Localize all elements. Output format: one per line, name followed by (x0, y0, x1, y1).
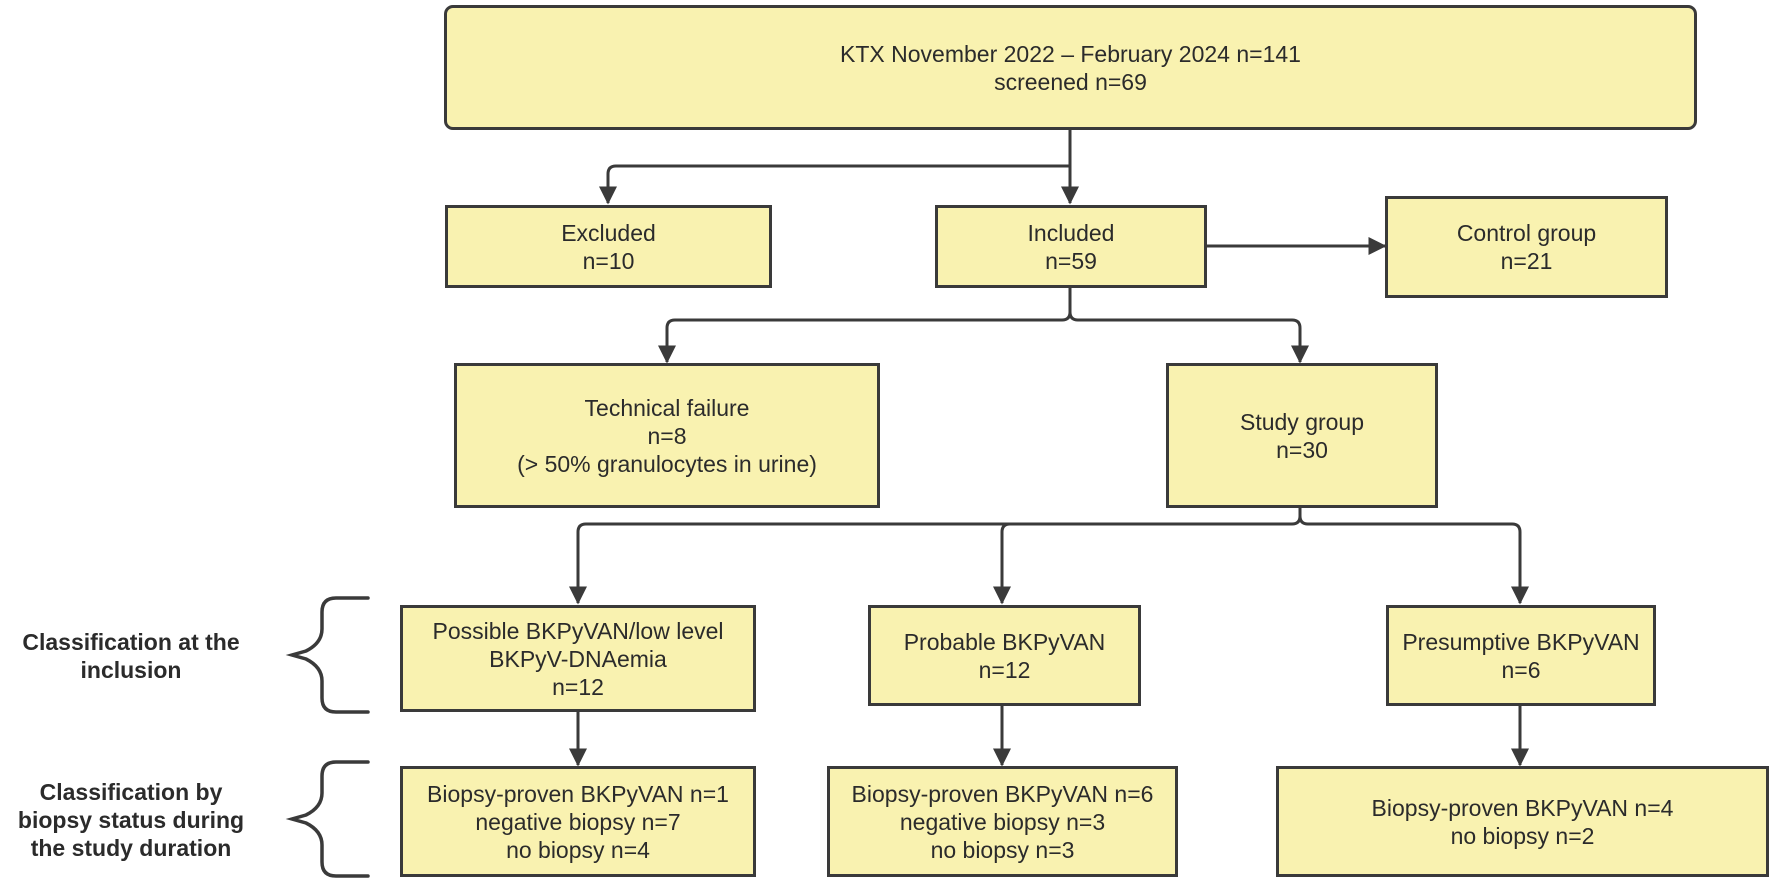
arrow-study-to-probable (993, 522, 1011, 605)
technical-failure-label: Technical failure (584, 394, 750, 421)
probable-biopsy-proven: Biopsy-proven BKPyVAN n=6 (851, 780, 1154, 807)
technical-failure-count: n=8 (647, 422, 687, 449)
label-classification-biopsy: Classification by biopsy status during t… (2, 778, 260, 862)
screening-title: KTX November 2022 – February 2024 n=141 (840, 40, 1301, 67)
probable-biopsy-negative: negative biopsy n=3 (899, 808, 1106, 835)
brace-inclusion (285, 596, 370, 714)
possible-bkpyvan-count: n=12 (552, 673, 604, 700)
possible-bkpyvan-line1: Possible BKPyVAN/low level (432, 617, 724, 644)
brace-biopsy (285, 760, 370, 878)
probable-bkpyvan-box: Probable BKPyVAN n=12 (868, 605, 1141, 706)
presumptive-biopsy-box: Biopsy-proven BKPyVAN n=4 no biopsy n=2 (1276, 766, 1769, 877)
arrow-study-to-possible (569, 507, 1302, 605)
study-group-box: Study group n=30 (1166, 363, 1438, 508)
included-count: n=59 (1045, 247, 1097, 274)
probable-bkpyvan-label: Probable BKPyVAN (903, 628, 1106, 655)
included-label: Included (1027, 219, 1115, 246)
study-group-count: n=30 (1276, 436, 1328, 463)
possible-bkpyvan-box: Possible BKPyVAN/low level BKPyV-DNAemia… (400, 605, 756, 712)
probable-biopsy-box: Biopsy-proven BKPyVAN n=6 negative biops… (827, 766, 1178, 877)
possible-biopsy-proven: Biopsy-proven BKPyVAN n=1 (427, 780, 729, 807)
screening-box: KTX November 2022 – February 2024 n=141 … (444, 5, 1697, 130)
excluded-label: Excluded (561, 219, 656, 246)
possible-biopsy-none: no biopsy n=4 (506, 836, 650, 863)
probable-bkpyvan-count: n=12 (978, 656, 1031, 683)
presumptive-biopsy-proven: Biopsy-proven BKPyVAN n=4 (1371, 794, 1674, 821)
technical-failure-box: Technical failure n=8 (> 50% granulocyte… (454, 363, 880, 508)
label-classification-inclusion: Classification at the inclusion (2, 628, 260, 684)
excluded-count: n=10 (582, 247, 635, 274)
control-group-label: Control group (1456, 220, 1597, 246)
presumptive-bkpyvan-count: n=6 (1501, 656, 1541, 683)
label-classification-inclusion-line2: inclusion (80, 657, 182, 683)
arrow-top-to-excluded (599, 130, 1072, 205)
screening-count: screened n=69 (994, 68, 1147, 95)
technical-failure-note: (> 50% granulocytes in urine) (517, 450, 817, 477)
label-classification-inclusion-line1: Classification at the (22, 629, 240, 655)
presumptive-biopsy-none: no biopsy n=2 (1450, 822, 1595, 849)
label-classification-biopsy-line3: the study duration (30, 835, 232, 861)
arrow-included-to-technical (658, 287, 1072, 364)
label-classification-biopsy-line1: Classification by (39, 779, 223, 805)
control-group-box: Control group n=21 (1385, 196, 1668, 298)
presumptive-bkpyvan-label: Presumptive BKPyVAN (1402, 628, 1640, 655)
possible-biopsy-negative: negative biopsy n=7 (475, 808, 681, 835)
control-group-count: n=21 (1500, 248, 1553, 274)
arrow-study-to-presumptive (1298, 515, 1529, 605)
possible-biopsy-box: Biopsy-proven BKPyVAN n=1 negative biops… (400, 766, 756, 877)
study-group-label: Study group (1239, 408, 1365, 435)
arrow-included-to-study (1068, 311, 1309, 364)
probable-biopsy-none: no biopsy n=3 (930, 836, 1075, 863)
excluded-box: Excluded n=10 (445, 205, 772, 288)
included-box: Included n=59 (935, 205, 1207, 288)
presumptive-bkpyvan-box: Presumptive BKPyVAN n=6 (1386, 605, 1656, 706)
label-classification-biopsy-line2: biopsy status during (17, 807, 245, 833)
possible-bkpyvan-line2: BKPyV-DNAemia (489, 645, 667, 672)
